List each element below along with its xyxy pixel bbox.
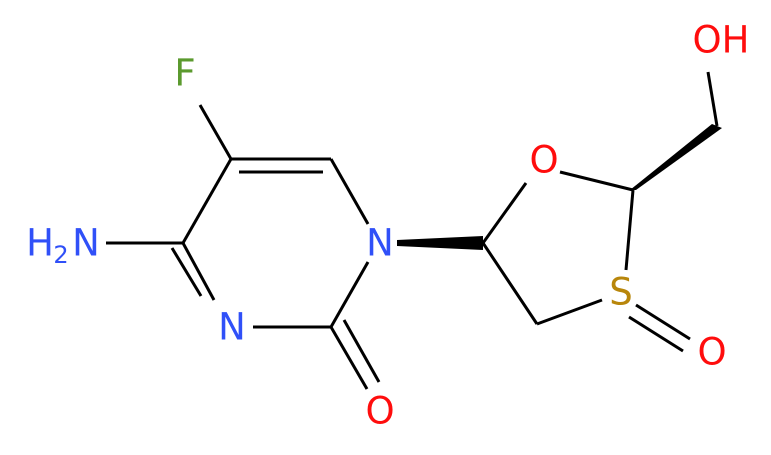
bond-c2-o — [329, 326, 369, 390]
bond-c4-c5 — [181, 158, 233, 244]
atom-amino-group: H 2 N — [26, 222, 100, 270]
atom-hydroxyl: OH — [693, 19, 750, 62]
bond-n1-c2 — [329, 261, 370, 328]
atom-amino-subscript: 2 — [53, 241, 68, 269]
oxathiolane-ring — [481, 170, 635, 326]
bond-s-o-inner — [628, 315, 684, 353]
wedge-bond-n1-c1prime — [397, 236, 483, 250]
bond-s-o — [635, 303, 691, 341]
bond-c2prime-s — [624, 189, 635, 271]
bond-ch2-oh — [706, 71, 719, 127]
bond-c4prime-c1 — [481, 242, 539, 325]
atom-oxygen-sulfoxide: O — [697, 331, 726, 374]
bond-s-c4prime — [536, 298, 603, 326]
atom-fluorine: F — [174, 52, 195, 95]
atom-sulfur: S — [609, 271, 633, 314]
atom-amino-h: H — [26, 222, 54, 265]
bond-c2-o-inner — [342, 319, 381, 383]
atom-oxygen-carbonyl: O — [365, 390, 394, 433]
wedge-bond-c2prime-ch2 — [630, 124, 722, 190]
bond-n3-c4-inner — [170, 247, 203, 297]
atom-nitrogen-3: N — [218, 306, 246, 349]
bond-o-c2prime — [559, 170, 634, 192]
atom-oxygen-ring: O — [529, 139, 558, 182]
atom-nitrogen-1: N — [366, 222, 394, 265]
bond-c6-n1 — [329, 158, 370, 225]
pyrimidine-ring — [170, 157, 370, 329]
bond-c1-o — [481, 182, 528, 244]
bond-c5-f — [198, 104, 233, 160]
atom-amino-n: N — [72, 222, 100, 265]
bond-n3-c4 — [181, 242, 216, 301]
